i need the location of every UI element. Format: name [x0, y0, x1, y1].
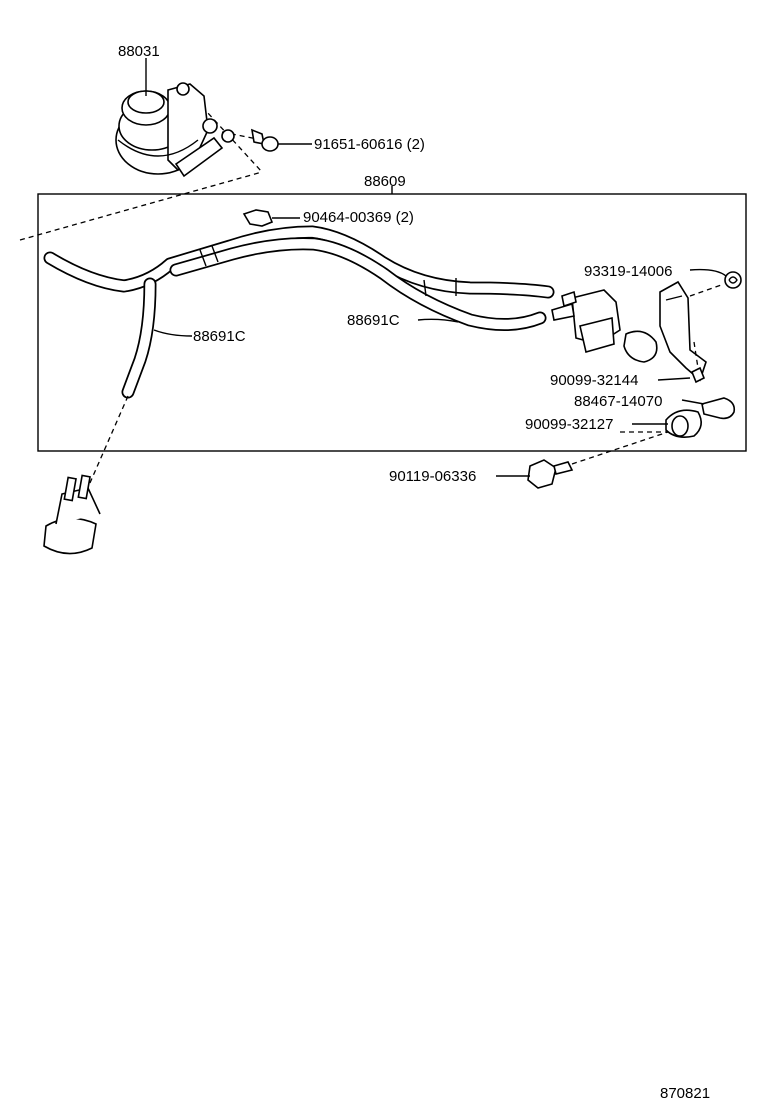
- label-90099-32127: 90099-32127: [525, 416, 613, 433]
- bolt-93319: [724, 271, 742, 289]
- dash-leader-valve: [19, 171, 263, 241]
- label-90464: 90464-00369 (2): [303, 209, 414, 226]
- bolt-90119: [527, 459, 574, 489]
- grommet-88467: [701, 397, 736, 420]
- connector-part: [43, 474, 101, 555]
- dash-leader-bolt: [221, 131, 263, 141]
- leader-93319: [689, 268, 727, 277]
- dash-leader-90119: [571, 431, 669, 465]
- label-88467: 88467-14070: [574, 393, 662, 410]
- hose-long: [43, 225, 555, 399]
- label-88609: 88609: [364, 173, 406, 190]
- clamp-90464: [242, 209, 274, 227]
- leader-32144: [657, 377, 691, 381]
- leader-88691c-left: [153, 329, 193, 337]
- leader-88467: [681, 399, 705, 405]
- label-88691c-center: 88691C: [347, 312, 400, 329]
- label-90119: 90119-06336: [389, 468, 476, 485]
- bolt-91651: [250, 128, 279, 152]
- label-88691c-left: 88691C: [193, 328, 246, 345]
- dash-leader-93319: [689, 283, 725, 297]
- vsv-unit: [551, 289, 658, 363]
- bushing-90099-32127: [665, 409, 702, 438]
- vacuum-valve: [115, 82, 235, 178]
- nut-90099-32144: [690, 366, 706, 384]
- leader-88691c-center: [417, 318, 459, 323]
- label-90099-32144: 90099-32144: [550, 372, 638, 389]
- dash-leader-32144: [693, 341, 699, 369]
- bracket-part: [659, 280, 707, 382]
- catalog-number: 870821: [660, 1085, 710, 1102]
- label-91651: 91651-60616 (2): [314, 136, 425, 153]
- dash-leader-connector: [85, 395, 129, 493]
- label-93319: 93319-14006: [584, 263, 672, 280]
- label-88031: 88031: [118, 43, 160, 60]
